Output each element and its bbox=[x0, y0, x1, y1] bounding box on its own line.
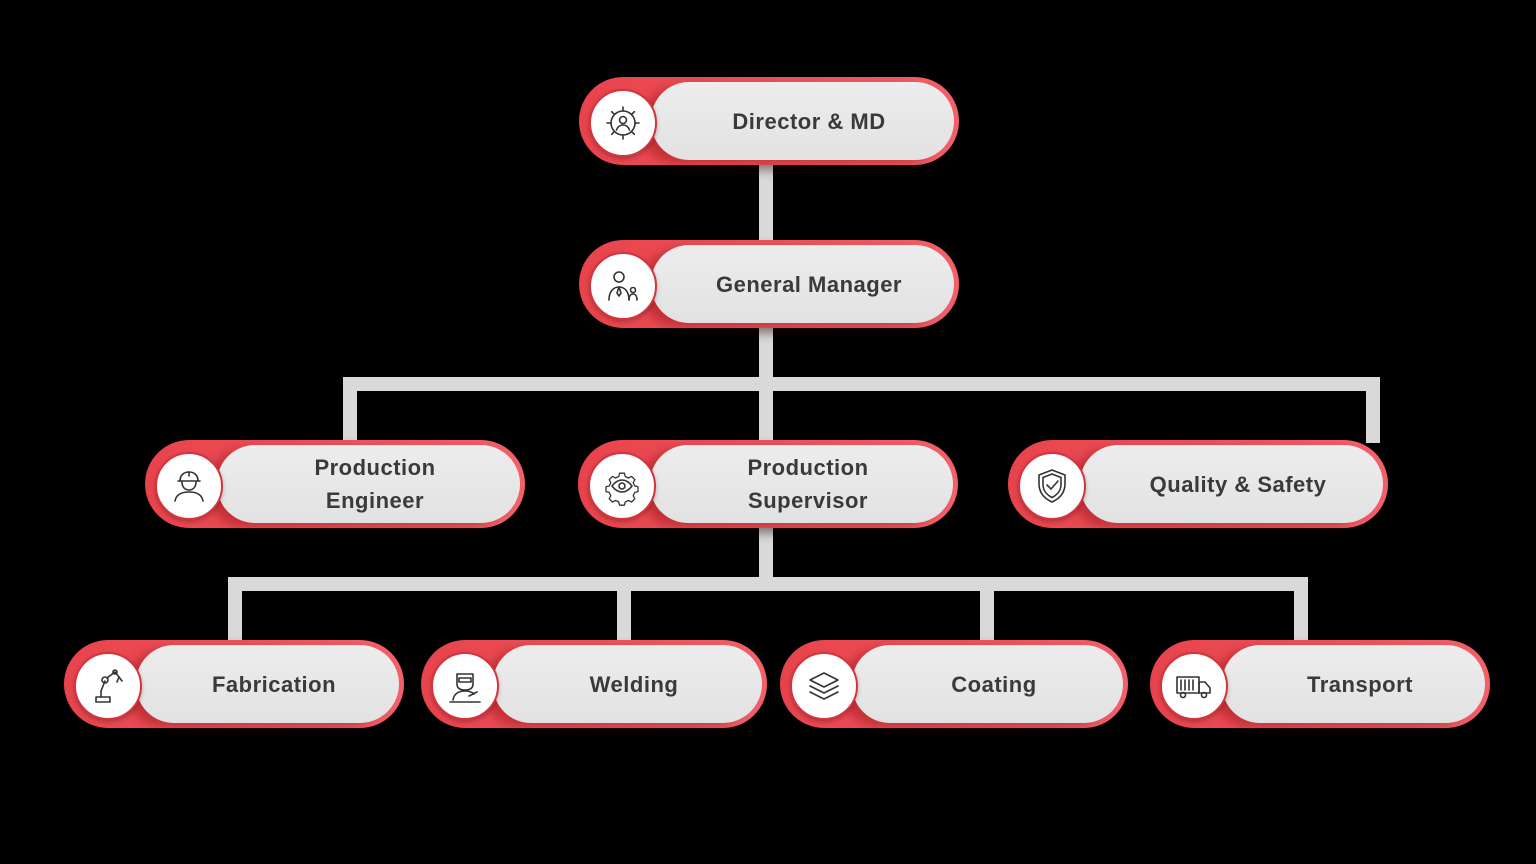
node-label: Fabrication bbox=[154, 640, 394, 728]
node-pill-inner bbox=[493, 645, 762, 723]
robot-arm-icon bbox=[74, 652, 142, 720]
node-label: Production Supervisor bbox=[668, 440, 948, 528]
node-label-line: Supervisor bbox=[748, 488, 868, 513]
shield-check-icon bbox=[1018, 452, 1086, 520]
node-fabrication: Fabrication bbox=[64, 640, 404, 728]
node-pill-inner bbox=[852, 645, 1123, 723]
node-coating: Coating bbox=[780, 640, 1128, 728]
node-label-line: Coating bbox=[951, 671, 1037, 697]
gear-person-icon bbox=[589, 89, 657, 157]
node-label-line: Welding bbox=[589, 671, 679, 697]
node-label-line: Director & MD bbox=[732, 108, 886, 134]
node-label-line: Fabrication bbox=[211, 671, 337, 697]
node-label: Production Engineer bbox=[235, 440, 515, 528]
node-pill-inner bbox=[651, 245, 954, 323]
layers-icon bbox=[790, 652, 858, 720]
node-label: Quality & Safety bbox=[1098, 440, 1378, 528]
node-general-manager: General Manager bbox=[579, 240, 959, 328]
node-pill-inner bbox=[651, 82, 954, 160]
node-label: Welding bbox=[511, 640, 757, 728]
node-director: Director & MD bbox=[579, 77, 959, 165]
node-label-line: Quality & Safety bbox=[1149, 471, 1327, 497]
node-pill-inner bbox=[217, 445, 520, 523]
truck-icon bbox=[1160, 652, 1228, 720]
hard-hat-worker-icon bbox=[155, 452, 223, 520]
node-pill-inner bbox=[650, 445, 953, 523]
node-label-line: General Manager bbox=[715, 271, 902, 297]
node-label: Coating bbox=[870, 640, 1118, 728]
node-pill-inner bbox=[136, 645, 399, 723]
node-welding: Welding bbox=[421, 640, 767, 728]
node-label: Transport bbox=[1240, 640, 1480, 728]
node-label-line: Engineer bbox=[325, 488, 425, 513]
manager-team-icon bbox=[589, 252, 657, 320]
node-production-supervisor: Production Supervisor bbox=[578, 440, 958, 528]
node-transport: Transport bbox=[1150, 640, 1490, 728]
node-quality-safety: Quality & Safety bbox=[1008, 440, 1388, 528]
node-label-line: Transport bbox=[1307, 671, 1413, 697]
node-pill-inner bbox=[1080, 445, 1383, 523]
welder-icon bbox=[431, 652, 499, 720]
node-label: Director & MD bbox=[669, 77, 949, 165]
node-label: General Manager bbox=[669, 240, 949, 328]
node-label-line: Production bbox=[747, 455, 869, 480]
gear-eye-icon bbox=[588, 452, 656, 520]
node-production-engineer: Production Engineer bbox=[145, 440, 525, 528]
node-label-line: Production bbox=[314, 455, 436, 480]
node-pill-inner bbox=[1222, 645, 1485, 723]
